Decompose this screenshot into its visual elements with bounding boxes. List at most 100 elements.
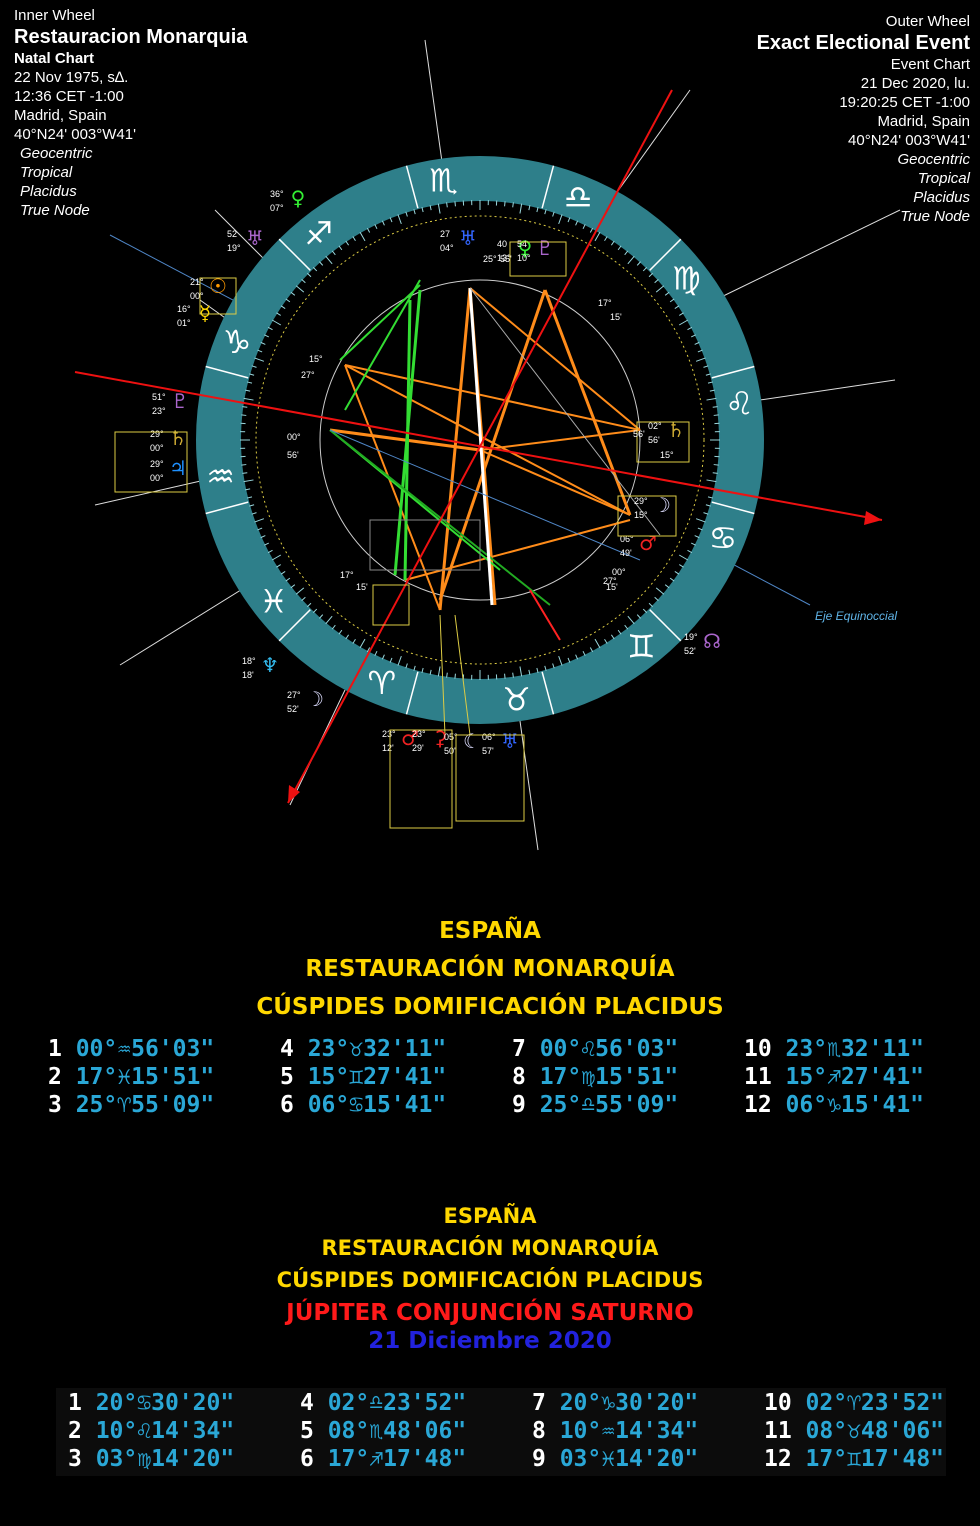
degree-tick (359, 638, 366, 649)
aspect-line (403, 299, 412, 581)
degree-tick (319, 261, 324, 266)
cusp-7: 7 00°♌56'03" (512, 1036, 678, 1062)
planet-degree: 29° (150, 429, 164, 439)
degree-tick (552, 211, 555, 217)
sign-divider (205, 501, 249, 515)
planet-minute: 29' (412, 743, 424, 753)
degree-tick (528, 669, 531, 675)
degree-tick (655, 285, 665, 293)
inner-setting: Placidus (20, 183, 77, 200)
degree-tick (690, 542, 696, 546)
degree-tick (280, 570, 286, 575)
degree-tick (706, 397, 717, 401)
degree-tick (405, 211, 408, 217)
planet-minute: 12' (382, 743, 394, 753)
cusp-number: 9 (532, 1446, 560, 1472)
degree-tick (389, 217, 393, 223)
degree-tick (254, 518, 265, 523)
planet-minute: 57' (482, 746, 494, 756)
degree-tick (264, 542, 270, 546)
cusp-position: 06°♋15'41" (307, 1092, 447, 1118)
cusp-position: 08°♏48'06" (327, 1418, 467, 1444)
degree-tick (617, 245, 622, 251)
cusp-position: 06°♑15'41" (785, 1092, 925, 1118)
cusp-number: 4 (300, 1390, 328, 1416)
cusp-number: 7 (532, 1390, 560, 1416)
house-degree-label: 56' (287, 450, 299, 460)
aspect-line (344, 279, 421, 411)
degree-tick (345, 634, 350, 640)
degree-tick (624, 624, 629, 630)
degree-tick (674, 570, 680, 575)
cusp-7: 7 20°♑30'20" (532, 1390, 698, 1416)
planet-minute: 56' (648, 435, 660, 445)
cusp-number: 7 (512, 1036, 540, 1062)
zodiac-sign-glyph: ♐ (304, 215, 333, 253)
cusp-position: 10°♌14'34" (95, 1418, 235, 1444)
inner-setting: Geocentric (20, 145, 93, 162)
planet-minute: 50' (444, 746, 456, 756)
inner-chart-title: Restauracion Monarquia (14, 26, 248, 48)
degree-tick (703, 512, 709, 515)
zodiac-sign-glyph: ♋ (709, 519, 738, 557)
cusp-number: 11 (744, 1064, 786, 1090)
aspect-line (479, 429, 641, 451)
degree-tick (241, 464, 247, 466)
degree-tick (276, 564, 281, 568)
house-degree-label: 27° (603, 576, 617, 586)
degree-tick (678, 319, 689, 326)
cusp-position: 17°♓15'51" (75, 1064, 215, 1090)
cusp-position: 17°♐17'48" (327, 1446, 467, 1472)
degree-tick (669, 577, 675, 582)
planet-glyph: ☿ (199, 301, 211, 325)
aspect-line (438, 289, 547, 601)
cusp-number: 4 (280, 1036, 308, 1062)
degree-tick (636, 261, 641, 266)
cusp-position: 20°♑30'20" (559, 1390, 699, 1416)
section2-subtitle: CÚSPIDES DOMIFICACIÓN PLACIDUS (276, 1268, 704, 1292)
cusp-number: 6 (280, 1092, 308, 1118)
degree-tick (247, 381, 253, 384)
sign-divider (711, 365, 755, 379)
cusp-position: 25°♈55'09" (75, 1092, 215, 1118)
degree-tick (642, 267, 648, 272)
degree-tick (285, 577, 291, 582)
degree-tick (242, 472, 248, 474)
section2-date: 21 Diciembre 2020 (368, 1328, 612, 1354)
degree-tick (421, 207, 424, 213)
cusp-number: 9 (512, 1092, 540, 1118)
cusp-number: 3 (68, 1446, 96, 1472)
degree-tick (257, 349, 263, 353)
planet-glyph: ☽ (653, 493, 671, 517)
degree-tick (703, 365, 709, 368)
degree-tick (624, 250, 629, 256)
outer-setting: Placidus (913, 189, 970, 206)
inner-setting: Tropical (20, 164, 73, 181)
house-cusp-line (614, 89, 691, 196)
planet-degree: 29° (634, 496, 648, 506)
planet-degree: 02° (648, 421, 662, 431)
cusp-number: 1 (68, 1390, 96, 1416)
sign-divider (711, 501, 755, 515)
cusp-number: 11 (764, 1418, 806, 1444)
cusp-number: 10 (764, 1390, 806, 1416)
outer-chart-coords: 40°N24' 003°W41' (848, 132, 970, 149)
degree-tick (536, 667, 539, 673)
degree-tick (295, 587, 305, 595)
degree-tick (694, 341, 700, 345)
degree-tick (429, 205, 432, 211)
cusp-8: 8 10°♒14'34" (532, 1418, 698, 1444)
cusp-number: 8 (532, 1418, 560, 1444)
inner-wheel-label: Inner Wheel (14, 7, 95, 24)
degree-tick (454, 673, 456, 679)
degree-tick (290, 291, 296, 296)
cusp-position: 00°♌56'03" (539, 1036, 679, 1062)
degree-tick (338, 629, 343, 635)
cusp-position: 17°♊17'48" (805, 1446, 945, 1472)
inner-setting: True Node (20, 202, 90, 219)
degree-tick (260, 535, 266, 539)
degree-tick (636, 614, 641, 619)
planet-degree: 23° (412, 729, 426, 739)
degree-tick (617, 629, 622, 635)
planet-degree: 27 (440, 229, 450, 239)
